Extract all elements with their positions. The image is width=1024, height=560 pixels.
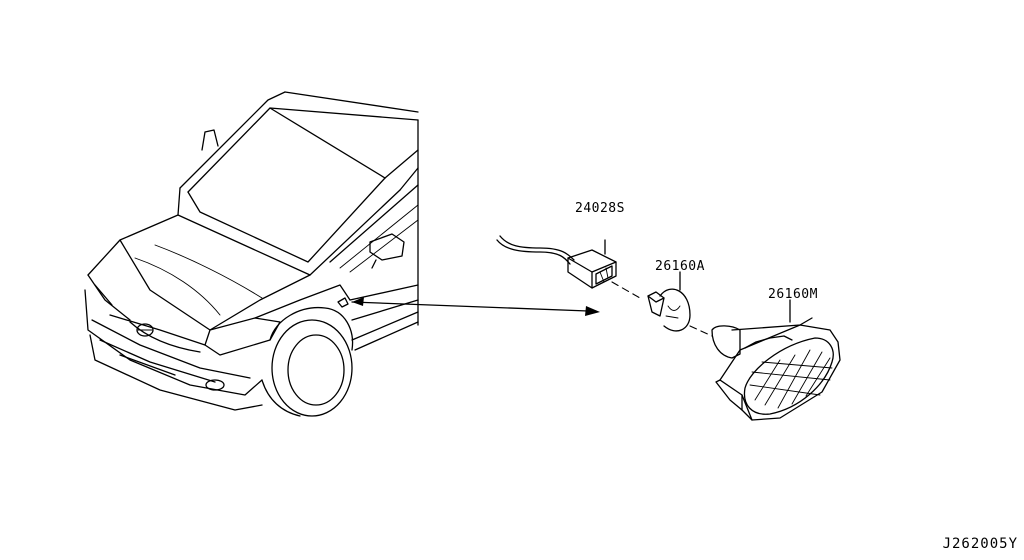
part-label-side-lamp: 26160M	[768, 287, 818, 302]
side-lamp-illustration	[711, 299, 841, 421]
part-label-connector: 24028S	[575, 201, 625, 216]
part-label-bulb: 26160A	[655, 259, 705, 274]
diagram-code: J262005Y	[942, 536, 1018, 552]
bulb-illustration	[647, 271, 713, 337]
car-illustration	[84, 91, 419, 417]
location-arrow	[351, 297, 600, 316]
connector-illustration	[496, 235, 641, 299]
